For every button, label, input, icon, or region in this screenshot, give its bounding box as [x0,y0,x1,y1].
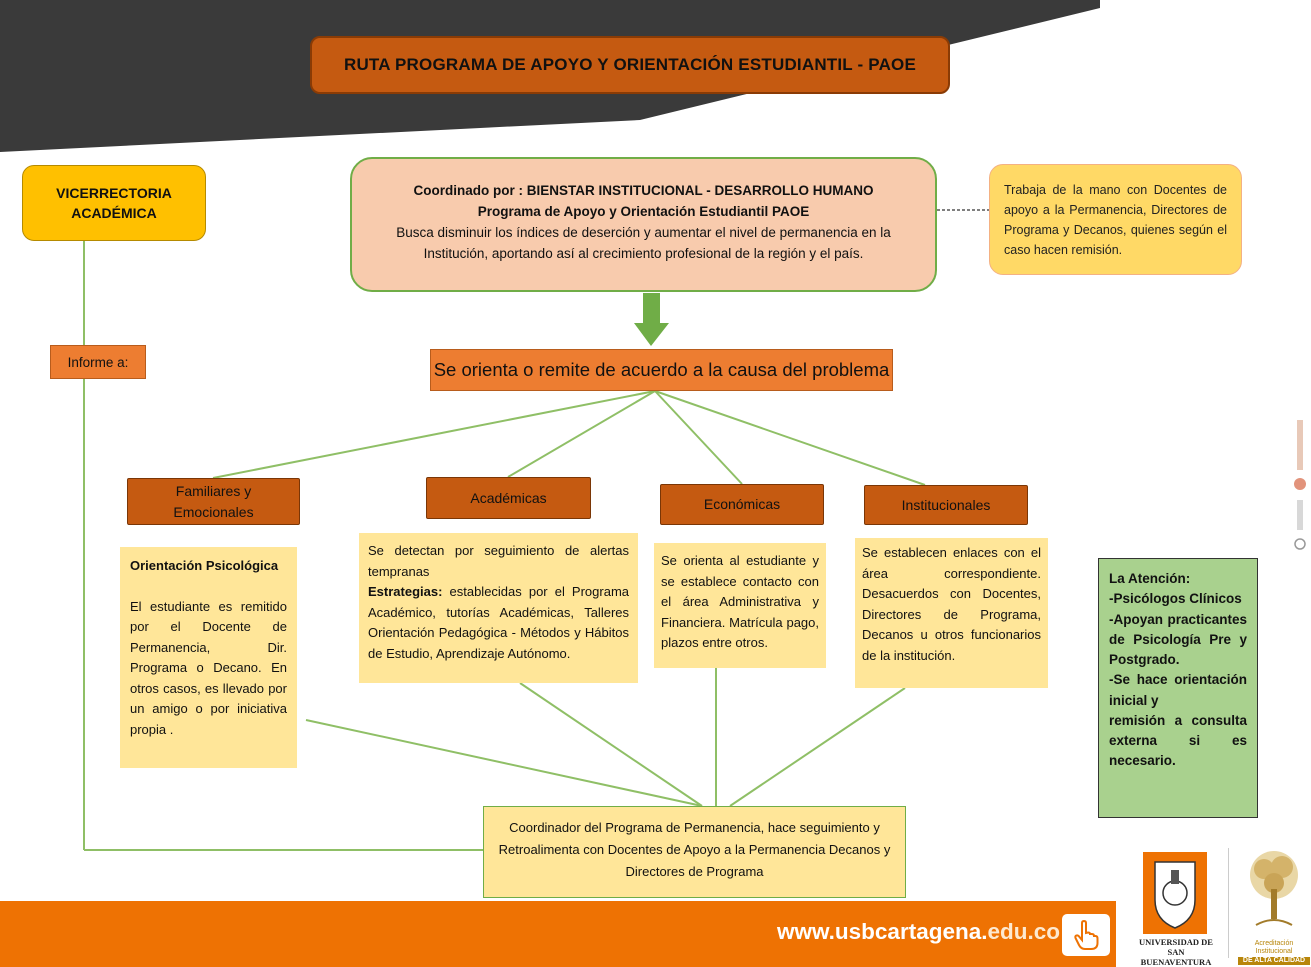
branch-familiares [212,390,656,479]
category-academicas: Académicas [426,477,591,519]
vicerrectoria-label: VICERRECTORIA ACADÉMICA [56,184,172,221]
branch-institucionales [654,390,926,486]
acreditacion-line2: DE ALTA CALIDAD [1238,956,1310,966]
coordinador-box: Coordinador del Programa de Permanencia,… [483,806,906,898]
branch-academicas [507,390,656,478]
atencion-box: La Atención: -Psicólogos Clínicos -Apoya… [1098,558,1258,818]
coordinado-line1: Coordinado por : BIENSTAR INSTITUCIONAL … [413,183,874,198]
side-watermark-icon [1294,420,1306,550]
logo-divider [1228,848,1229,958]
atencion-item: -Apoyan practicantes de Psicología Pre y… [1109,611,1247,668]
atencion-item: -Se hace orientación inicial y [1109,672,1247,708]
orienta-box: Se orienta o remite de acuerdo a la caus… [430,349,893,391]
category-institucionales: Institucionales [864,485,1028,525]
atencion-item: -Psicólogos Clínicos [1109,591,1242,607]
academicas-strategies-label: Estrategias: [368,584,443,600]
acreditacion-tree-logo [1238,845,1310,963]
usb-name: UNIVERSIDAD DE SAN BUENAVENTURA [1133,937,1219,966]
category-familiares: Familiares y Emocionales [127,478,300,525]
converge-1 [305,719,703,807]
coordinado-line2: Programa de Apoyo y Orientación Estudian… [477,203,810,219]
psicologica-title: Orientación Psicológica [130,558,279,573]
institucionales-box: Se establecen enlaces con el área corres… [855,538,1048,688]
website-link-prefix: www.usbcartagena. [777,919,988,944]
hand-pointer-icon[interactable] [1062,914,1110,956]
side-note-box: Trabaja de la mano con Docentes de apoyo… [989,164,1242,275]
category-familiares-label: Familiares y Emocionales [173,483,254,520]
converge-4 [729,687,906,807]
academicas-body2: establecidas por el Programa Académico, … [368,584,629,661]
academicas-box: Se detectan por seguimiento de alertas t… [359,533,638,683]
acreditacion-text: Acreditación Institucional DE ALTA CALID… [1238,940,1310,966]
usb-name-line2: SAN BUENAVENTURA [1140,946,1212,967]
down-arrow-icon [634,293,669,346]
branch-economicas [654,390,743,485]
category-economicas: Económicas [660,484,824,525]
coordinado-box: Coordinado por : BIENSTAR INSTITUCIONAL … [350,157,937,292]
informe-box: Informe a: [50,345,146,379]
diagram-title: RUTA PROGRAMA DE APOYO Y ORIENTACIÓN EST… [310,36,950,94]
academicas-body1: Se detectan por seguimiento de alertas t… [368,543,629,579]
converge-2 [519,682,703,807]
atencion-title: La Atención: [1109,571,1191,586]
psicologica-body: El estudiante es remitido por el Docente… [130,598,287,737]
footer-bar [0,901,1116,967]
website-link-suffix: edu.co [987,919,1060,944]
acreditacion-line1: Acreditación Institucional [1254,940,1294,956]
usb-name-line1: UNIVERSIDAD DE [1139,937,1213,947]
psicologica-box: Orientación Psicológica El estudiante es… [120,547,297,768]
usb-crest-logo [1135,848,1215,960]
coordinado-line3: Busca disminuir los índices de deserción… [396,224,891,261]
atencion-item: remisión a consulta externa si es necesa… [1109,712,1247,769]
vicerrectoria-box: VICERRECTORIA ACADÉMICA [22,165,206,241]
website-link[interactable]: www.usbcartagena.edu.co [777,912,1060,952]
economicas-box: Se orienta al estudiante y se establece … [654,543,826,668]
